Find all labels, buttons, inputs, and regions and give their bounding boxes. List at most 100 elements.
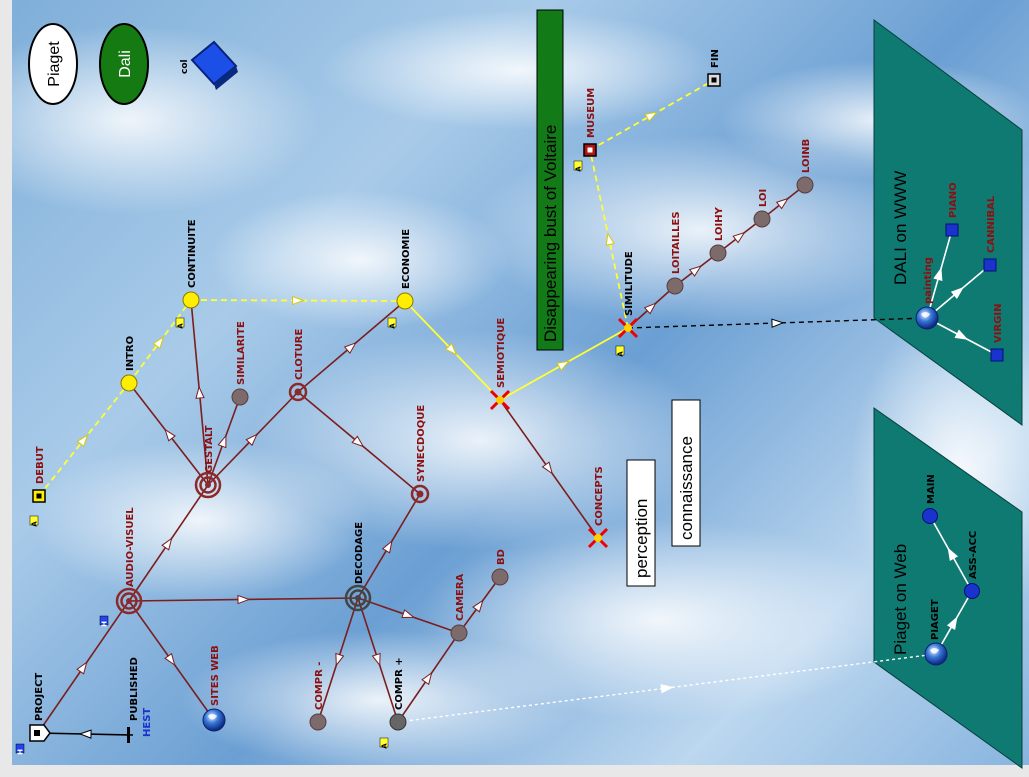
node-label-fin: FIN [710,49,721,68]
marker-label: A [177,323,185,329]
node-similarite[interactable]: SIMILARITE [231,321,249,406]
edge-arrow [164,428,176,442]
edge-arrow [78,729,92,739]
node-label-similitude: SIMILITUDE [624,251,635,316]
edge-arrow [335,652,345,667]
edge-similitude-painting [627,317,928,329]
node-loihy[interactable]: LOIHY [709,206,727,262]
anchor-marker[interactable]: A [29,515,39,527]
node-label-compr-plus: COMPR + [394,657,405,710]
node-label-loitailles: LOITAILLES [671,211,682,274]
node-label-piaget: PIAGET [930,599,941,640]
edge-arrow [643,302,657,315]
node-label-audio-visuel: AUDIO-VISUEL [125,507,136,587]
node-concepts[interactable]: CONCEPTS [587,466,609,549]
node-published[interactable]: PUBLISHED [127,657,140,743]
connaissance-box[interactable]: connaissance [671,399,701,547]
node-painting[interactable]: painting [915,257,939,330]
node-continuite[interactable]: CONTINUITE [182,219,200,309]
dali-button[interactable]: Dali [99,23,149,105]
piaget-button[interactable]: Piaget [28,23,78,105]
node-label-semiotique: SEMIOTIQUE [496,318,507,388]
node-label-similarite: SIMILARITE [236,321,247,385]
node-economie[interactable]: ECONOMIE [396,229,414,310]
node-label-ass-acc: ASS-ACC [968,531,979,579]
node-cloture[interactable]: CLOTURE [288,329,308,402]
node-piaget[interactable]: PIAGET [924,599,948,666]
window-border-bottom [0,765,1029,777]
hyperlink-marker[interactable]: H [99,615,109,627]
node-decodage[interactable]: DECODAGE [344,522,372,612]
node-label-debut: DEBUT [35,446,46,484]
dali-panel[interactable]: DALI on WWW [873,19,1023,426]
edge-arrow [161,537,173,551]
edge-arrow [444,342,458,356]
node-label-concepts: CONCEPTS [594,466,605,526]
node-loitailles[interactable]: LOITAILLES [666,211,684,295]
edge-arrow [371,652,381,667]
node-ass-acc[interactable]: ASS-ACC [964,531,980,599]
node-label-virgin: VIRGIN [993,304,1004,343]
node-compr-minus[interactable]: COMPR - [309,662,327,731]
marker-label: H [17,749,25,755]
edge-arrow [933,267,943,282]
node-label-painting: painting [923,257,934,304]
edge-arrow [245,433,258,447]
edge-arrow [421,671,433,686]
edge-arrow [351,435,365,448]
anchor-marker[interactable]: A [573,160,583,172]
node-sites-web[interactable]: SITES WEB [202,645,226,732]
node-cannibal[interactable]: CANNIBAL [983,195,997,272]
node-piano[interactable]: PIANO [945,182,959,237]
col-label: col [180,59,190,74]
node-label-loinb: LOINB [801,139,812,173]
dali-button-label: Dali [117,50,134,78]
edge-arrow [644,111,659,123]
anchor-marker[interactable]: A [175,317,185,329]
node-semiotique[interactable]: SEMIOTIQUE [489,318,511,411]
node-compr-plus[interactable]: COMPR + [389,657,407,731]
node-gestalt[interactable]: GESTALT [194,425,222,499]
edge-arrow [343,341,357,354]
edge-arrow [688,265,703,277]
node-similitude[interactable]: SIMILITUDE [617,251,639,339]
node-fin[interactable]: FIN [707,49,721,87]
node-debut[interactable]: DEBUT [32,446,46,503]
voltaire-banner[interactable]: Disappearing bust of Voltaire [536,9,564,351]
node-bd[interactable]: BD [491,549,509,586]
anchor-marker[interactable]: A [387,317,397,329]
node-label-cannibal: CANNIBAL [986,195,997,253]
edge-arrow [472,599,484,613]
edge-arrow [732,231,746,244]
node-label-compr-minus: COMPR - [314,662,325,710]
node-label-continuite: CONTINUITE [187,219,198,288]
node-project[interactable]: PROJECT [29,673,51,742]
col-book-button[interactable]: col [180,40,238,90]
node-loi[interactable]: LOI [753,189,771,228]
hyperlink-marker[interactable]: H [15,743,25,755]
node-label-intro: INTRO [125,336,136,371]
edge-arrow [771,318,785,328]
node-synecdoque[interactable]: SYNECDOQUE [410,405,430,504]
node-camera[interactable]: CAMERA [450,573,468,642]
node-label-loi: LOI [758,189,769,207]
piaget-panel[interactable]: Piaget on Web [873,407,1023,769]
edge-arrow [954,329,969,340]
node-virgin[interactable]: VIRGIN [990,304,1004,362]
perception-box[interactable]: perception [626,459,656,587]
dali-panel-title: DALI on WWW [891,171,910,285]
edge-arrow [946,616,958,631]
node-main[interactable]: MAIN [922,474,938,524]
node-label-cloture: CLOTURE [294,329,305,380]
node-loinb[interactable]: LOINB [796,139,814,194]
edge-arrow [381,540,393,554]
node-intro[interactable]: INTRO [120,336,138,392]
node-museum[interactable]: MUSEUM [583,88,597,157]
anchor-marker[interactable]: A [615,345,625,357]
node-hest[interactable]: HEST [142,708,153,737]
node-audio-visuel[interactable]: AUDIO-VISUEL [115,507,143,615]
anchor-marker[interactable]: A [379,737,389,749]
edge-arrow [76,661,88,675]
edge-arrow [164,652,176,667]
